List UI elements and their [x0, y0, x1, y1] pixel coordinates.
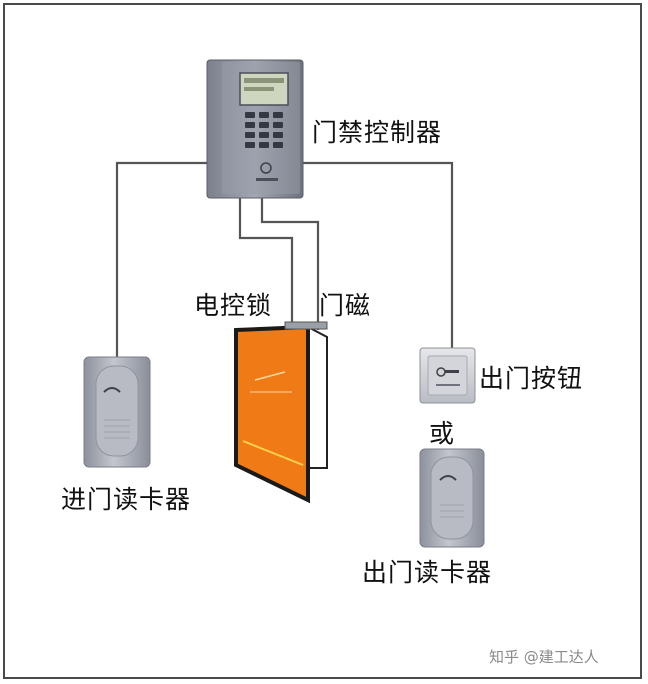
or-label: 或: [429, 419, 456, 448]
access-controller-device: [206, 59, 304, 199]
wire-controller-to-door-magnet: [260, 198, 320, 330]
exit-reader-label: 出门读卡器: [362, 558, 493, 587]
entry-reader-label: 进门读卡器: [61, 485, 192, 514]
entry-card-reader-device: [83, 356, 151, 468]
controller-logo-icon: [260, 162, 272, 174]
controller-keypad: [245, 112, 283, 148]
wires: [115, 161, 454, 358]
exit-card-reader-device: [419, 448, 485, 548]
lock-strike-bar: [284, 321, 328, 330]
exit-button-device: [419, 347, 476, 404]
door-magnet-label: 门磁: [319, 291, 372, 320]
door-stripe: [242, 440, 304, 466]
controller-label: 门禁控制器: [312, 118, 443, 147]
watermark: 知乎 @建工达人: [489, 648, 599, 666]
door-leaf: [234, 324, 310, 504]
wire-controller-to-exit-button: [302, 161, 454, 350]
exit-reader-logo-icon: [439, 475, 457, 481]
wire-controller-to-electric-lock: [238, 198, 294, 330]
reader-logo-icon: [103, 387, 121, 393]
door-frame: [307, 325, 328, 469]
electric-lock-label: 电控锁: [194, 291, 273, 320]
wire-controller-to-entry-reader: [115, 161, 208, 358]
door: [234, 321, 328, 504]
exit-button-label: 出门按钮: [479, 364, 584, 393]
